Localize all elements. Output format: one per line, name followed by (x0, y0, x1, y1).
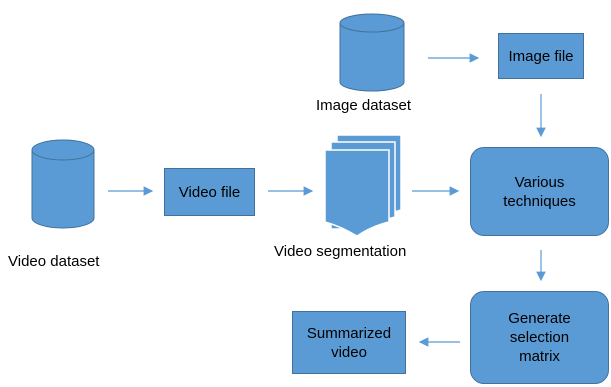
various-techniques-text: Various techniques (503, 173, 576, 210)
image-file-text: Image file (508, 47, 574, 65)
generate-selection-matrix-text: Generate selection matrix (508, 310, 571, 365)
summarized-video-box: Summarized video (292, 311, 406, 374)
various-techniques-box: Various techniques (470, 147, 609, 236)
video-dataset-label: Video dataset (8, 253, 100, 270)
image-dataset-cylinder-icon (339, 13, 405, 92)
image-file-box: Image file (498, 33, 584, 79)
video-file-box: Video file (164, 168, 255, 216)
summarized-video-text: Summarized video (306, 324, 392, 361)
image-dataset-label: Image dataset (316, 97, 412, 114)
video-segmentation-label: Video segmentation (274, 243, 407, 260)
video-dataset-cylinder-icon (31, 139, 95, 229)
generate-selection-matrix-box: Generate selection matrix (470, 291, 609, 384)
video-segmentation-documents-icon (324, 134, 402, 237)
video-file-text: Video file (178, 183, 241, 201)
